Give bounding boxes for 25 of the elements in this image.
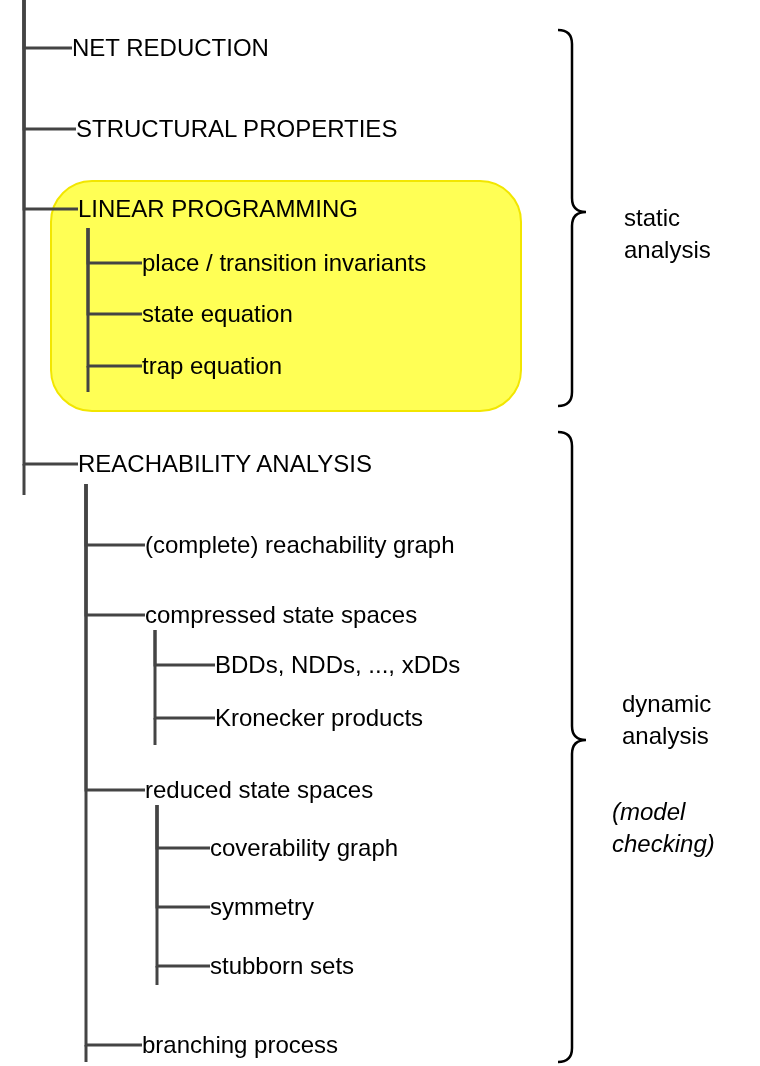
tree-item-label: compressed state spaces: [145, 600, 418, 630]
tree-item-label: (complete) reachability graph: [145, 530, 455, 560]
tree-item-label: STRUCTURAL PROPERTIES: [76, 114, 398, 144]
tree-connector: [22, 0, 78, 466]
highlight-box: [50, 180, 522, 412]
bracket-label: static analysis: [624, 203, 712, 265]
tree-item-label: branching process: [142, 1030, 339, 1060]
tree-item-label: symmetry: [210, 892, 314, 922]
tree-connector: [153, 630, 215, 720]
bracket-label: (model checking): [612, 797, 716, 859]
tree-item-label: NET REDUCTION: [72, 33, 269, 63]
tree-item-label: coverability graph: [210, 833, 399, 863]
bracket-label: dynamic analysis: [622, 689, 713, 751]
tree-connector: [86, 228, 142, 368]
tree-item-label: BDDs, NDDs, ..., xDDs: [215, 650, 461, 680]
tree-item-label: state equation: [142, 299, 293, 329]
tree-item-label: stubborn sets: [210, 951, 355, 981]
tree-item-label: Kronecker products: [215, 703, 424, 733]
tree-item-label: LINEAR PROGRAMMING: [78, 194, 359, 224]
tree-item-label: trap equation: [142, 351, 283, 381]
tree-connector: [84, 484, 142, 1047]
tree-connector: [155, 805, 210, 968]
tree-item-label: REACHABILITY ANALYSIS: [78, 449, 372, 479]
tree-item-label: reduced state spaces: [145, 775, 374, 805]
tree-item-label: place / transition invariants: [142, 248, 427, 278]
